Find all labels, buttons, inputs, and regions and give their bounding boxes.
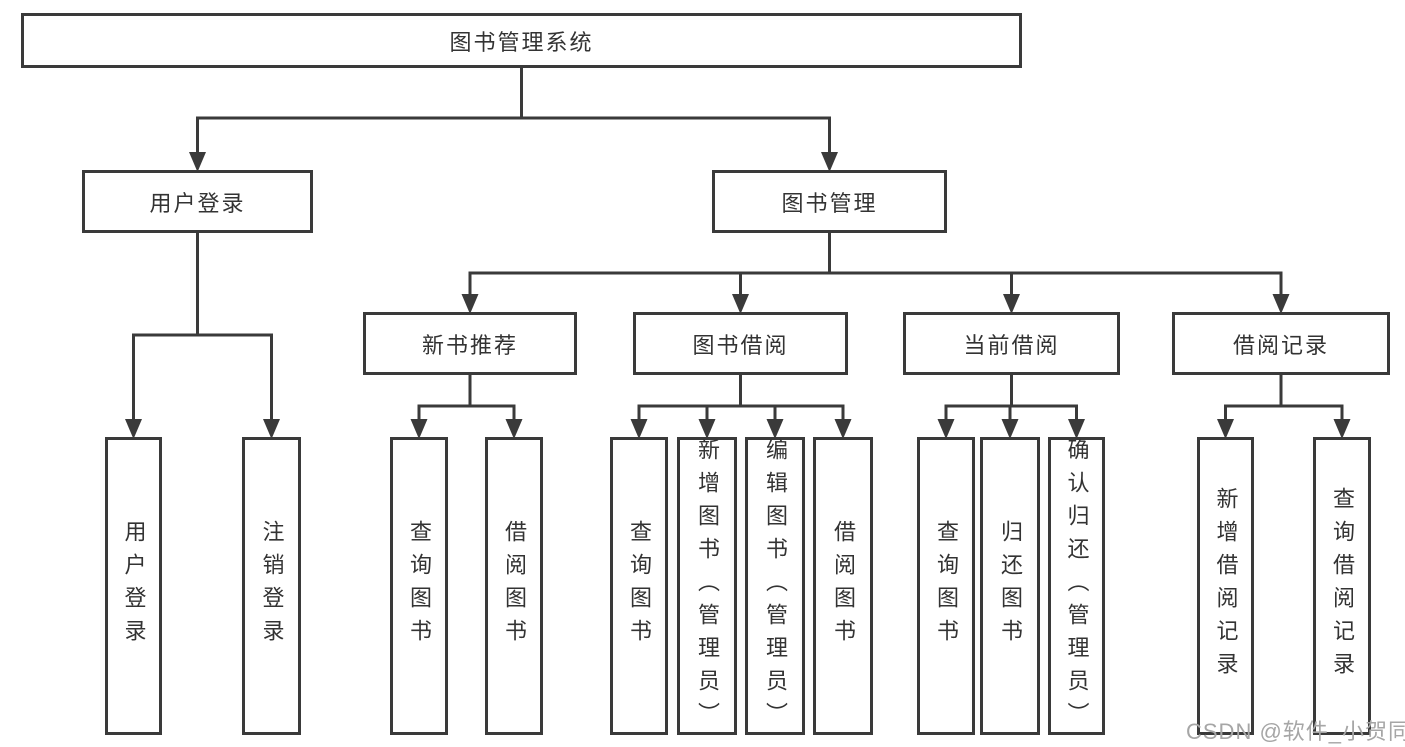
node-bb-add: 新增图书（管理员）	[677, 437, 737, 735]
node-br-add: 新增借阅记录	[1197, 437, 1254, 735]
node-label: 归还图书	[998, 520, 1023, 652]
node-book-borrow: 图书借阅	[633, 312, 848, 375]
node-label: 查询图书	[627, 520, 652, 652]
node-login: 用户登录	[105, 437, 162, 735]
node-label: 借阅图书	[831, 520, 856, 652]
node-label: 借阅图书	[502, 520, 527, 652]
node-label: 查询图书	[407, 520, 432, 652]
node-label: 当前借阅	[963, 332, 1060, 358]
node-label: 编辑图书（管理员）	[763, 437, 788, 735]
node-bb-borrow: 借阅图书	[813, 437, 873, 735]
csdn-watermark: CSDN @软件_小贺同学	[1186, 719, 1405, 744]
node-new-book-rec: 新书推荐	[363, 312, 577, 375]
node-user-login: 用户登录	[82, 170, 313, 233]
node-cb-search: 查询图书	[917, 437, 975, 735]
node-label: 借阅记录	[1232, 332, 1329, 358]
node-br-search: 查询借阅记录	[1313, 437, 1371, 735]
node-label: 注销登录	[259, 520, 285, 652]
node-borrow-records: 借阅记录	[1172, 312, 1390, 375]
node-root: 图书管理系统	[21, 13, 1022, 68]
node-current-borrow: 当前借阅	[903, 312, 1120, 375]
node-label: 图书借阅	[692, 332, 789, 358]
node-label: 用户登录	[121, 520, 147, 652]
node-label: 查询借阅记录	[1330, 487, 1355, 685]
node-label: 新增借阅记录	[1213, 487, 1239, 685]
node-label: 确认归还（管理员）	[1064, 437, 1090, 735]
node-label: 查询图书	[934, 520, 959, 652]
node-label: 新增图书（管理员）	[695, 437, 720, 735]
node-cb-return: 归还图书	[980, 437, 1040, 735]
node-label: 用户登录	[149, 190, 246, 216]
node-bb-edit: 编辑图书（管理员）	[745, 437, 805, 735]
node-cb-confirm: 确认归还（管理员）	[1048, 437, 1105, 735]
node-label: 图书管理系统	[449, 29, 594, 55]
node-bb-search: 查询图书	[610, 437, 668, 735]
node-label: 新书推荐	[421, 332, 518, 358]
node-rec-search: 查询图书	[390, 437, 448, 735]
node-logout: 注销登录	[242, 437, 301, 735]
node-label: 图书管理	[781, 190, 878, 216]
node-rec-borrow: 借阅图书	[485, 437, 543, 735]
node-book-mgmt: 图书管理	[712, 170, 947, 233]
